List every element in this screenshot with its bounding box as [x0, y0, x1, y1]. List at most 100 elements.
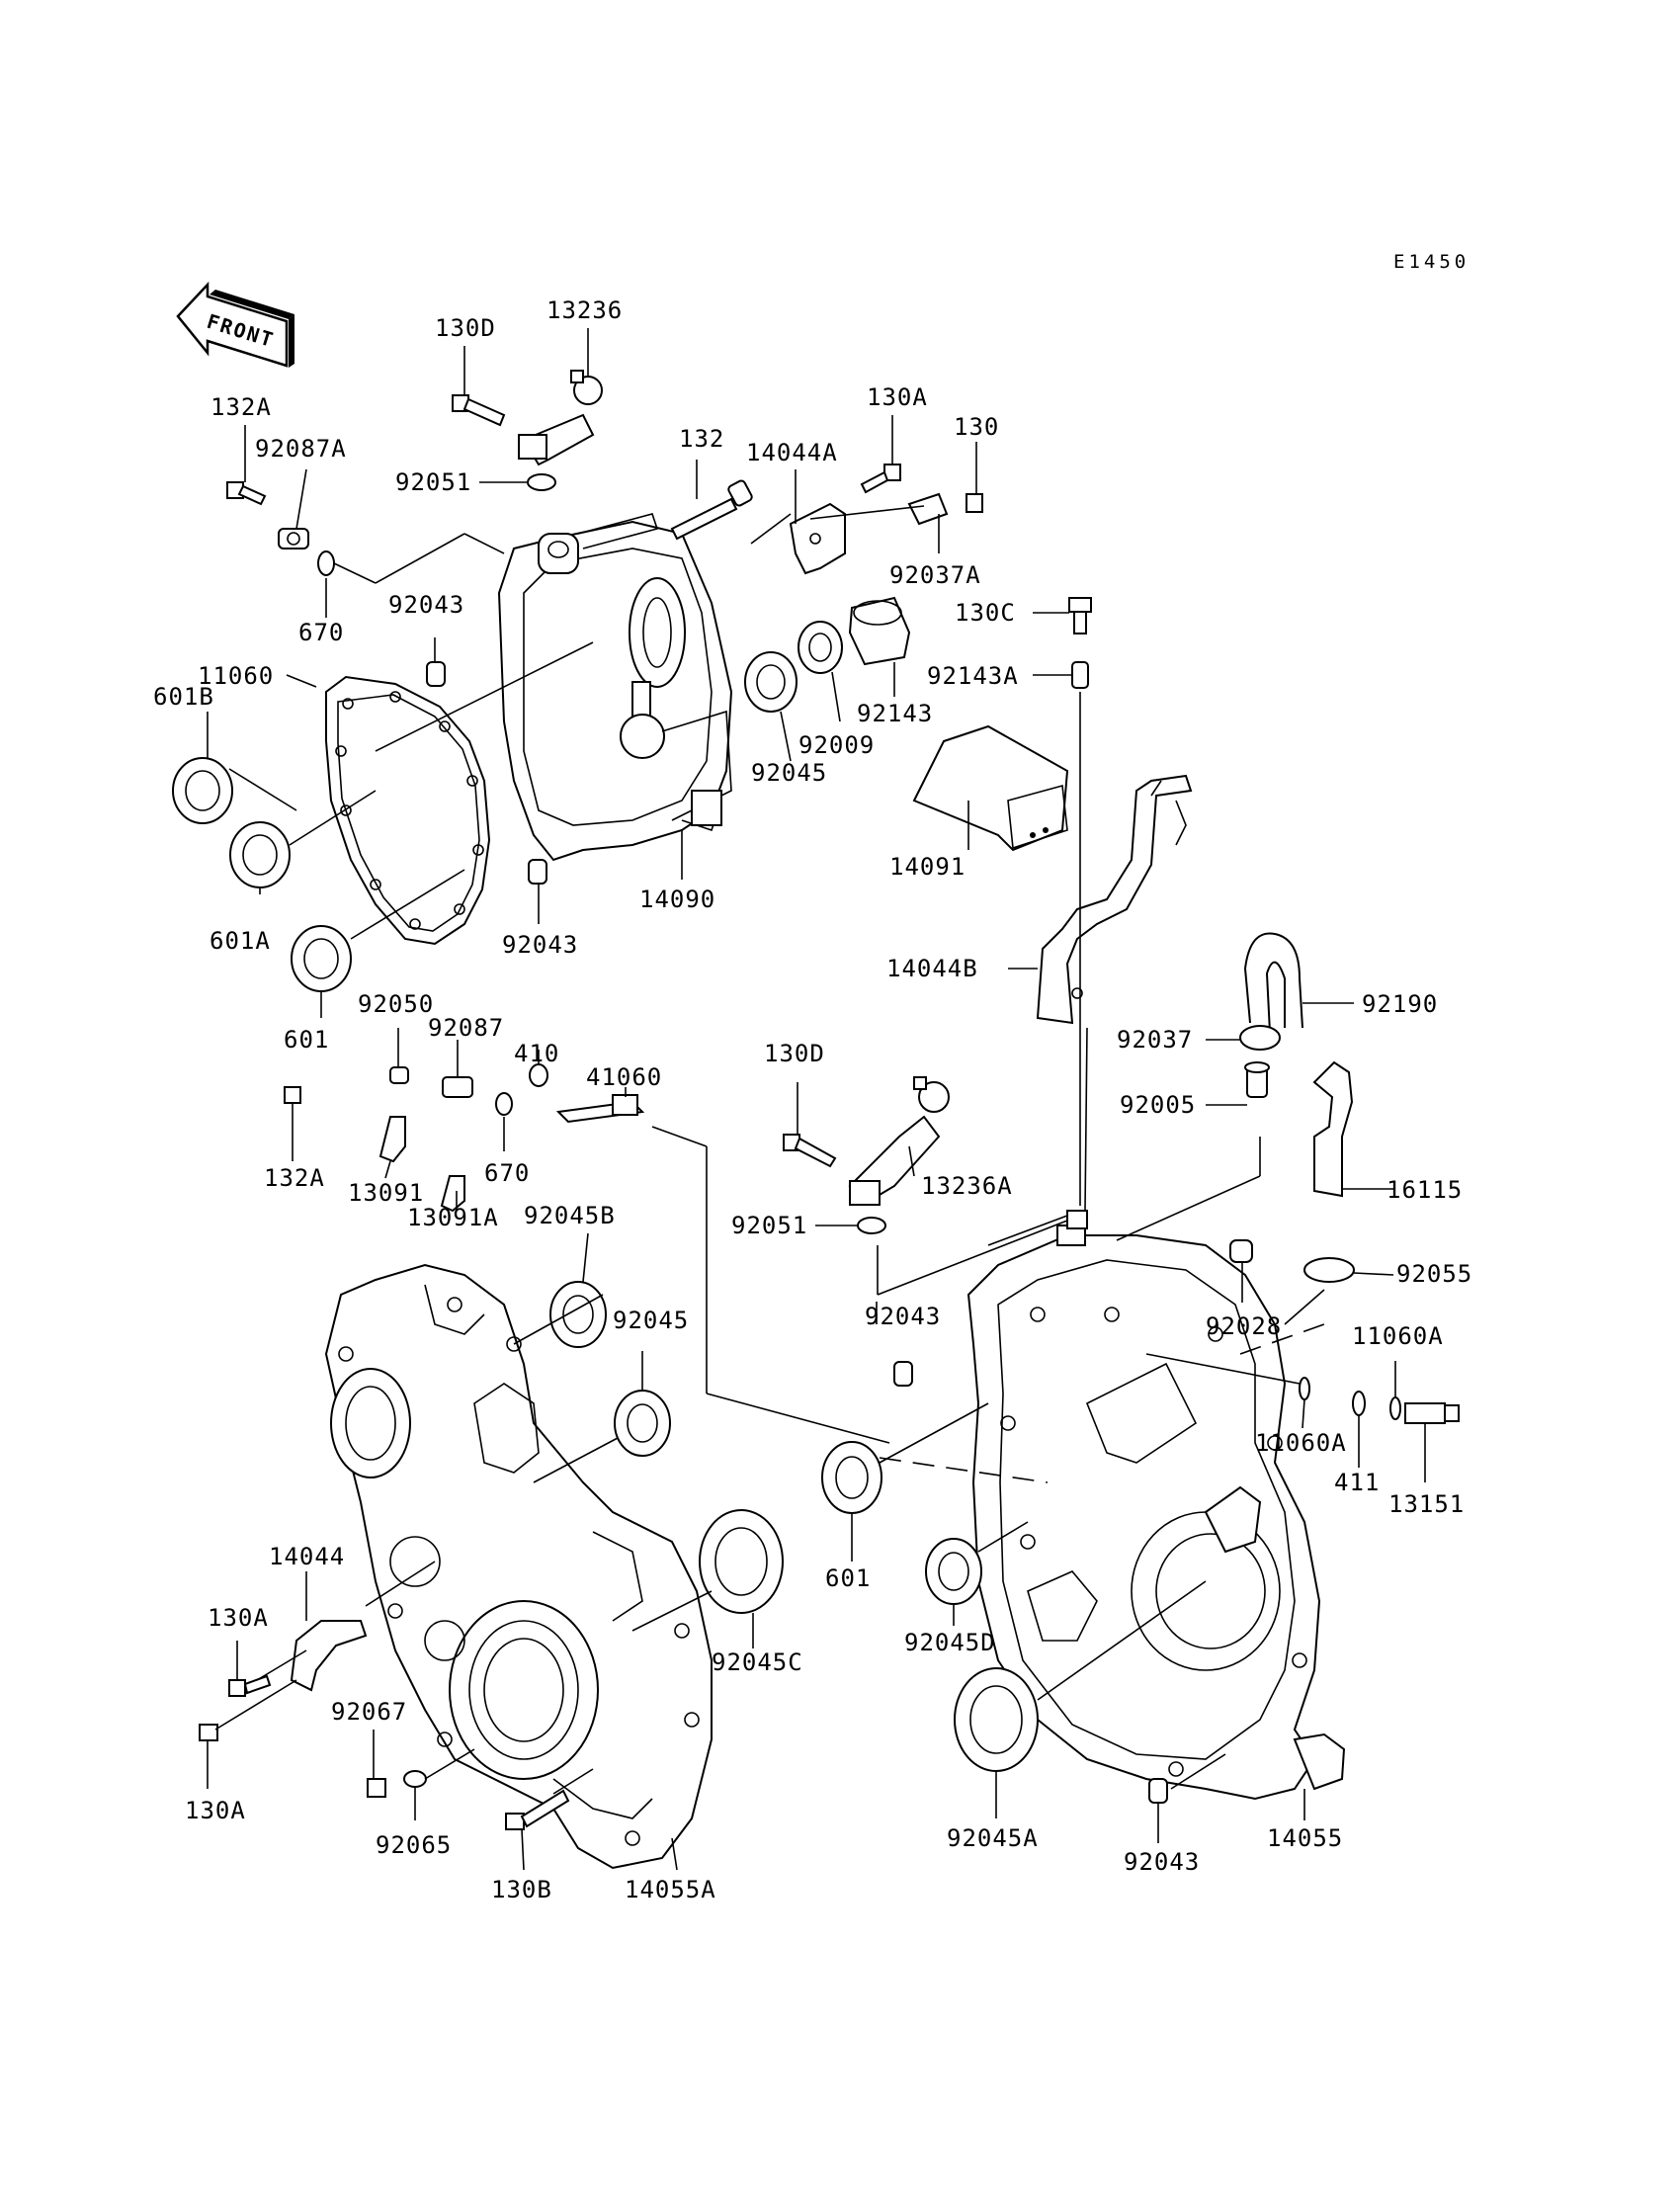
shaft-41060	[555, 1094, 645, 1124]
bolt-130A-mid	[228, 1674, 272, 1697]
fitting-92087A	[278, 528, 309, 549]
label-13091: 13091	[348, 1179, 424, 1207]
label-13091A: 13091A	[407, 1204, 499, 1231]
bolt-130D-top	[452, 394, 506, 427]
label-670: 670	[484, 1159, 530, 1187]
bolt-130	[966, 493, 983, 513]
label-92051: 92051	[731, 1212, 807, 1239]
label-11060: 11060	[198, 662, 274, 690]
label-92028: 92028	[1206, 1312, 1282, 1340]
transmission-cover-14090	[497, 513, 733, 862]
label-92143: 92143	[857, 700, 933, 727]
seal-92009	[798, 621, 843, 674]
label-130A: 130A	[185, 1797, 246, 1824]
oring-92055	[1303, 1257, 1355, 1283]
bolt-132A-top	[226, 481, 267, 506]
label-92037A: 92037A	[889, 561, 981, 589]
label-92043: 92043	[865, 1303, 941, 1330]
switch-13151	[1404, 1402, 1460, 1424]
label-16115: 16115	[1386, 1176, 1463, 1204]
leader-lines	[207, 328, 1426, 1871]
label-601: 601	[284, 1026, 329, 1054]
plug-92067	[367, 1778, 386, 1798]
part-labels: 130D 13236 132A 92087A 92051 132 14044A …	[153, 296, 1471, 1903]
fitting-92005	[1244, 1061, 1270, 1098]
washer-92051-mid	[857, 1217, 886, 1234]
label-14044: 14044	[269, 1543, 345, 1570]
label-14055A: 14055A	[625, 1876, 716, 1903]
clip-411	[1352, 1391, 1366, 1416]
bearing-92045D	[925, 1538, 982, 1605]
label-14090: 14090	[639, 886, 715, 913]
label-11060A: 11060A	[1255, 1429, 1347, 1457]
bolt-132A-mid	[284, 1086, 301, 1104]
label-601: 601	[825, 1564, 871, 1592]
oring-670-mid	[495, 1092, 513, 1116]
label-411: 411	[1334, 1469, 1380, 1496]
bolt-130C	[1068, 597, 1092, 634]
washer-92065	[403, 1770, 427, 1788]
bearing-601B	[172, 757, 233, 824]
hose-92190	[1243, 932, 1303, 1034]
label-41060: 41060	[586, 1063, 662, 1091]
label-132A: 132A	[210, 393, 272, 421]
bearing-601A	[229, 821, 291, 888]
label-92045D: 92045D	[904, 1629, 996, 1656]
gasket-11060	[325, 675, 491, 946]
transmission-case-14055	[966, 1210, 1346, 1801]
washer-92051-top	[527, 473, 556, 491]
gasket-bolt-holes	[335, 691, 484, 930]
bracket-14044B	[1036, 774, 1193, 1025]
bolt-130A-top	[860, 464, 901, 494]
label-92067: 92067	[331, 1698, 407, 1726]
plate-13091A	[440, 1175, 465, 1213]
label-14091: 14091	[889, 853, 966, 881]
fitting-92087	[442, 1076, 473, 1098]
bearing-92045-lower	[614, 1390, 671, 1457]
bolt-130D-mid	[783, 1134, 837, 1168]
collar-92143	[848, 596, 911, 666]
dowel-92043-b	[528, 859, 547, 885]
bolt-130B	[505, 1789, 570, 1830]
oring-670-top	[317, 550, 335, 576]
label-14055: 14055	[1267, 1824, 1343, 1852]
label-13236A: 13236A	[921, 1172, 1013, 1200]
label-410: 410	[514, 1040, 559, 1067]
dowel-92043-a	[426, 661, 446, 687]
bolt-132	[670, 479, 753, 541]
bearing-92045A	[954, 1667, 1039, 1772]
label-92037: 92037	[1117, 1026, 1193, 1054]
label-92045: 92045	[751, 759, 827, 787]
bearing-601-top	[291, 925, 352, 992]
label-92050: 92050	[358, 990, 434, 1018]
label-14044A: 14044A	[746, 439, 838, 466]
label-13236: 13236	[546, 296, 623, 324]
shift-arm-13236A	[848, 1076, 950, 1206]
bearing-92045B	[549, 1281, 607, 1348]
label-132A: 132A	[264, 1164, 325, 1192]
label-92045: 92045	[613, 1307, 689, 1334]
shift-arm-13236	[518, 370, 603, 466]
clamp-92037A	[907, 492, 949, 526]
label-130: 130	[954, 413, 999, 441]
label-130D: 130D	[764, 1040, 825, 1067]
oring-410	[529, 1063, 548, 1087]
label-92065: 92065	[376, 1831, 452, 1859]
label-670: 670	[298, 619, 344, 646]
label-14044B: 14044B	[886, 955, 978, 982]
bracket-14044A	[789, 502, 846, 575]
washer-11060A-right	[1389, 1396, 1401, 1420]
bearing-92045C	[699, 1509, 784, 1614]
label-92045C: 92045C	[712, 1648, 803, 1676]
bracket-14044	[290, 1620, 368, 1692]
label-92190: 92190	[1362, 990, 1438, 1018]
label-92043: 92043	[502, 931, 578, 959]
label-92051: 92051	[395, 468, 471, 496]
shield-14091	[912, 724, 1069, 852]
dowel-92043-d	[1148, 1778, 1168, 1804]
transmission-case-14055A	[324, 1263, 713, 1870]
label-92005: 92005	[1120, 1091, 1196, 1119]
collar-92143A	[1071, 661, 1089, 689]
